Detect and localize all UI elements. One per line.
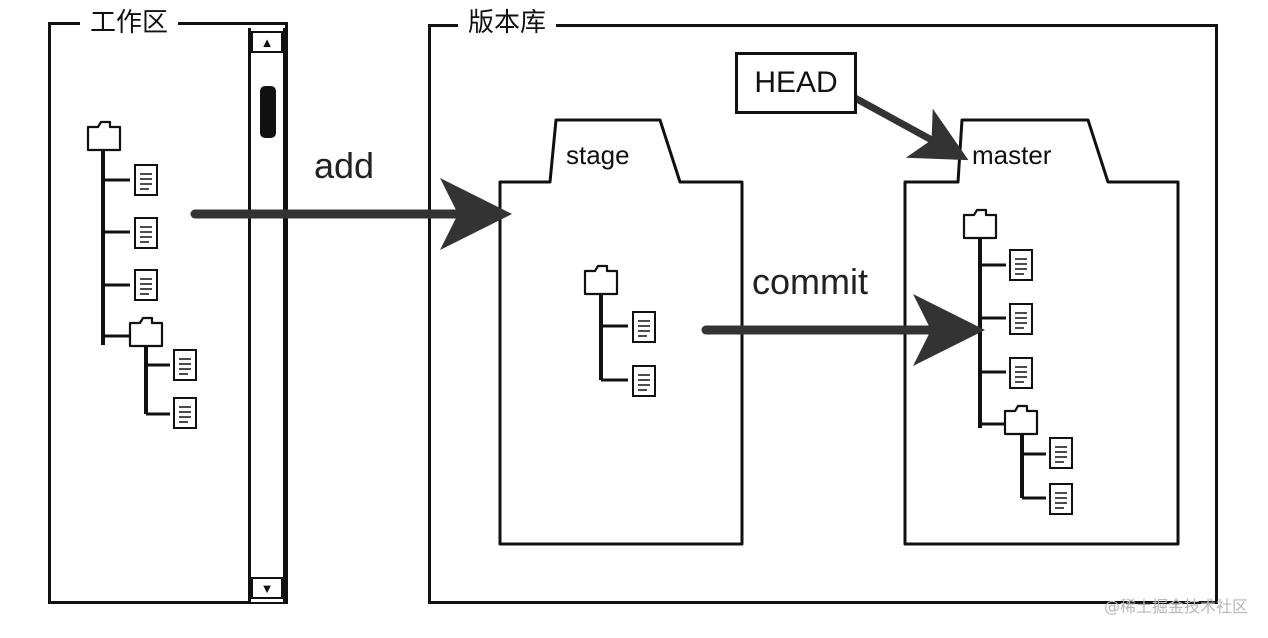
file-icon bbox=[1049, 437, 1073, 469]
file-icon bbox=[134, 164, 158, 196]
scroll-up-icon: ▲ bbox=[260, 34, 274, 50]
scroll-down-icon: ▼ bbox=[260, 580, 274, 596]
head-label: HEAD bbox=[754, 66, 838, 99]
head-pointer: HEAD bbox=[735, 52, 857, 114]
workspace-file-tree bbox=[86, 120, 197, 429]
scroll-thumb[interactable] bbox=[260, 86, 276, 138]
folder-icon bbox=[962, 208, 998, 240]
stage-tab bbox=[498, 118, 744, 546]
scroll-up-button[interactable]: ▲ bbox=[251, 31, 283, 53]
scrollbar[interactable]: ▲ ▼ bbox=[248, 28, 286, 602]
file-icon bbox=[1049, 483, 1073, 515]
file-icon bbox=[1009, 303, 1033, 335]
workspace-title: 工作区 bbox=[80, 8, 179, 38]
file-icon bbox=[632, 311, 656, 343]
folder-icon bbox=[583, 264, 619, 296]
file-icon bbox=[173, 397, 197, 429]
repository-title: 版本库 bbox=[458, 8, 557, 38]
commit-label: commit bbox=[752, 261, 868, 302]
folder-icon bbox=[1003, 404, 1039, 436]
head-pointer-arrow bbox=[851, 94, 969, 161]
master-label: master bbox=[972, 140, 1052, 170]
watermark: @稀土掘金技术社区 bbox=[1103, 597, 1248, 616]
scroll-down-button[interactable]: ▼ bbox=[251, 577, 283, 599]
folder-icon bbox=[86, 120, 122, 152]
folder-icon bbox=[128, 316, 164, 348]
stage-file-tree bbox=[583, 264, 656, 397]
stage-label: stage bbox=[566, 140, 630, 170]
file-icon bbox=[134, 217, 158, 249]
repository-frame bbox=[428, 24, 1218, 604]
file-icon bbox=[1009, 357, 1033, 389]
file-icon bbox=[173, 349, 197, 381]
file-icon bbox=[632, 365, 656, 397]
add-label: add bbox=[314, 145, 375, 186]
file-icon bbox=[1009, 249, 1033, 281]
file-icon bbox=[134, 269, 158, 301]
